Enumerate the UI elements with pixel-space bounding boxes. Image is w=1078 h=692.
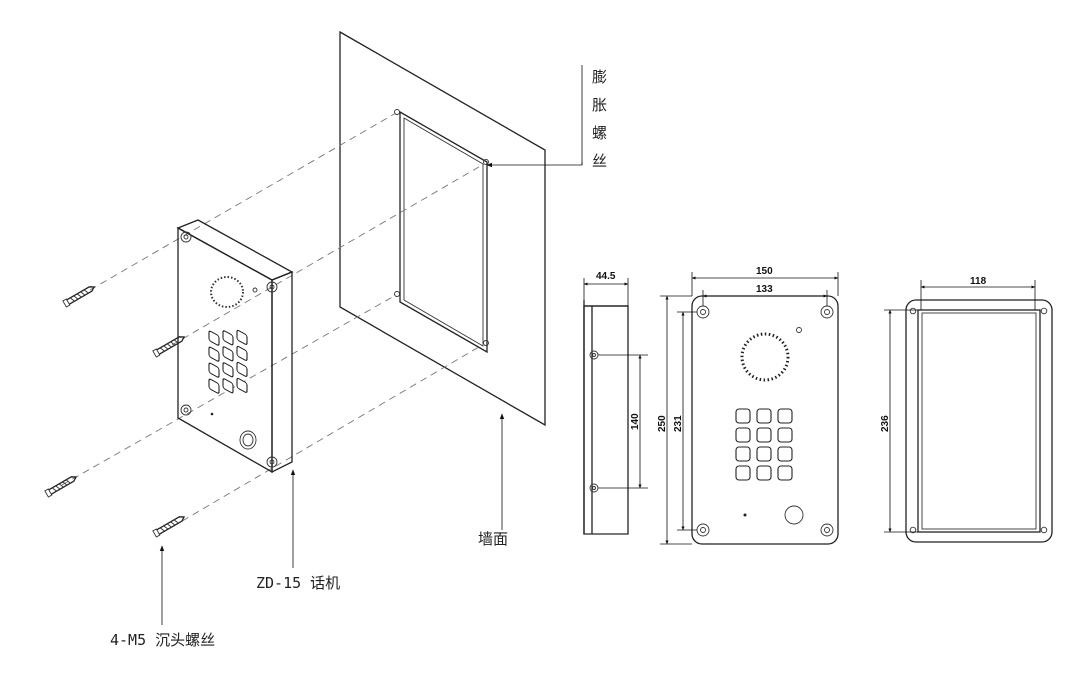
dim-front-height: 250: [657, 415, 668, 432]
wall-hole-top-left: [394, 109, 400, 115]
screws: [44, 286, 186, 538]
dim-front-hole-height: 231: [673, 415, 684, 432]
wall-hole-bottom-left: [394, 291, 400, 297]
dim-side-depth: 44.5: [596, 271, 616, 282]
dim-front-hole-width: 133: [756, 284, 773, 295]
phone-label: ZD-15 话机: [256, 574, 340, 592]
dim-side-hole-spacing: 140: [630, 413, 641, 430]
expansion-screw-label-2: 胀: [592, 96, 607, 114]
callouts: [159, 65, 583, 625]
phone-isometric: [176, 219, 294, 474]
screw-3: [44, 476, 78, 498]
screw-4: [152, 516, 186, 538]
expansion-screw-label-4: 丝: [592, 152, 607, 170]
expansion-screw-label-3: 螺: [592, 124, 607, 142]
dim-back-height: 236: [880, 415, 891, 432]
dim-front-width: 150: [756, 266, 773, 277]
wall-hole-bottom-right: [483, 340, 489, 346]
wall-panel: [339, 30, 546, 427]
front-keypad: [735, 408, 793, 481]
screw-1: [62, 286, 96, 308]
wall-hole-top-right: [483, 159, 489, 165]
front-view: [660, 272, 839, 545]
expansion-screw-label-1: 膨: [592, 68, 607, 86]
screws-label: 4-M5 沉头螺丝: [110, 631, 215, 649]
side-view: [583, 278, 648, 535]
back-view: [884, 280, 1053, 543]
screw-2: [152, 336, 186, 358]
dim-back-width: 118: [970, 276, 987, 287]
alignment-lines: [61, 112, 485, 528]
iso-keypad: [208, 329, 248, 394]
wall-label: 墙面: [478, 530, 508, 548]
